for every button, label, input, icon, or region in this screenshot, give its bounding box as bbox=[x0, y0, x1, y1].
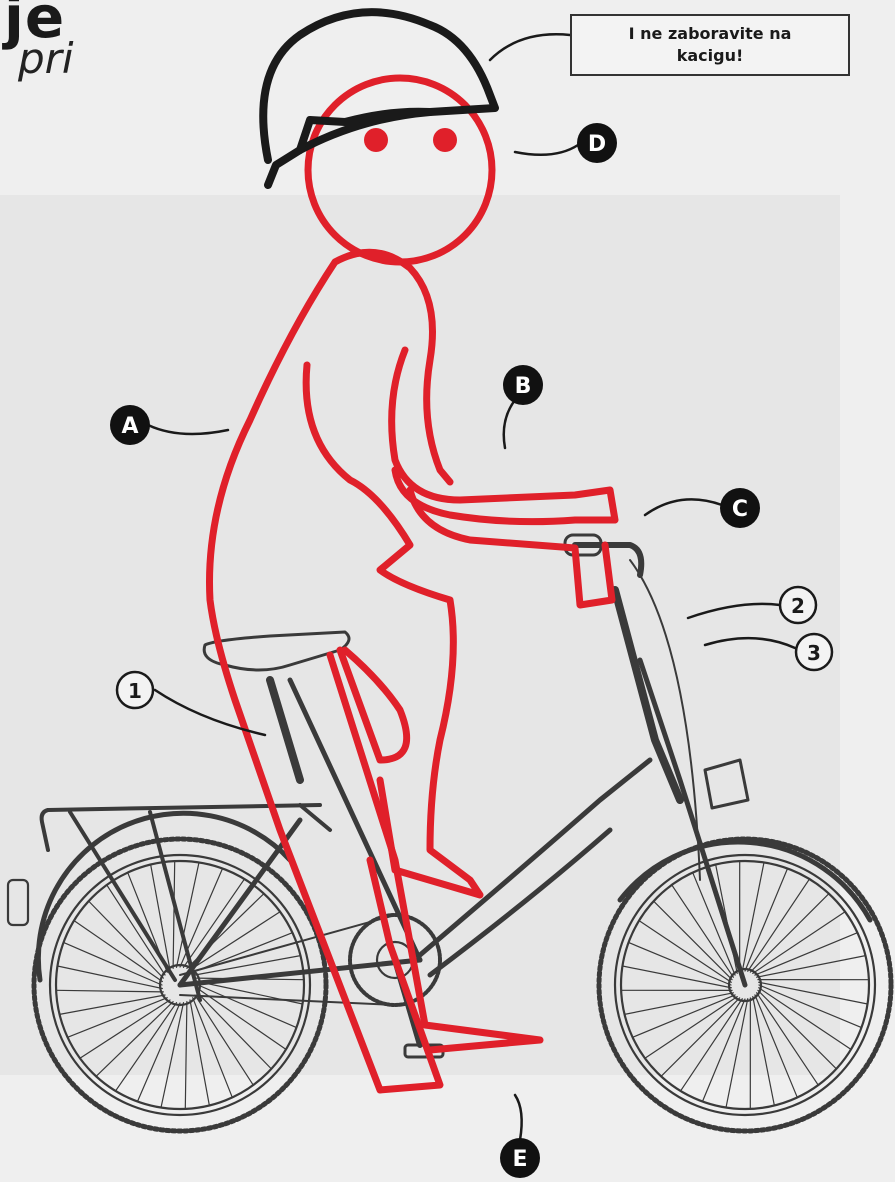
svg-text:E: E bbox=[512, 1147, 527, 1172]
leader-D bbox=[515, 145, 578, 155]
svg-text:D: D bbox=[588, 132, 606, 157]
marker-1: 1 bbox=[117, 672, 153, 708]
leader-callout bbox=[490, 34, 570, 60]
marker-A: A bbox=[110, 405, 150, 445]
marker-3: 3 bbox=[796, 634, 832, 670]
marker-B: B bbox=[503, 365, 543, 405]
svg-text:3: 3 bbox=[807, 641, 821, 665]
marker-2: 2 bbox=[780, 587, 816, 623]
svg-text:2: 2 bbox=[791, 594, 805, 618]
leader-E bbox=[515, 1095, 522, 1140]
svg-text:A: A bbox=[121, 414, 138, 439]
heading-subtitle-fragment: pri bbox=[18, 34, 74, 83]
background-panel bbox=[0, 195, 840, 1075]
helmet-callout: I ne zaboravite na kacigu! bbox=[570, 14, 850, 76]
marker-C: C bbox=[720, 488, 760, 528]
svg-text:C: C bbox=[732, 497, 748, 522]
marker-E: E bbox=[500, 1138, 540, 1178]
rider-eye-left bbox=[364, 128, 388, 152]
svg-text:1: 1 bbox=[128, 679, 142, 703]
marker-D: D bbox=[577, 123, 617, 163]
rider-eye-right bbox=[433, 128, 457, 152]
svg-text:B: B bbox=[515, 374, 532, 399]
